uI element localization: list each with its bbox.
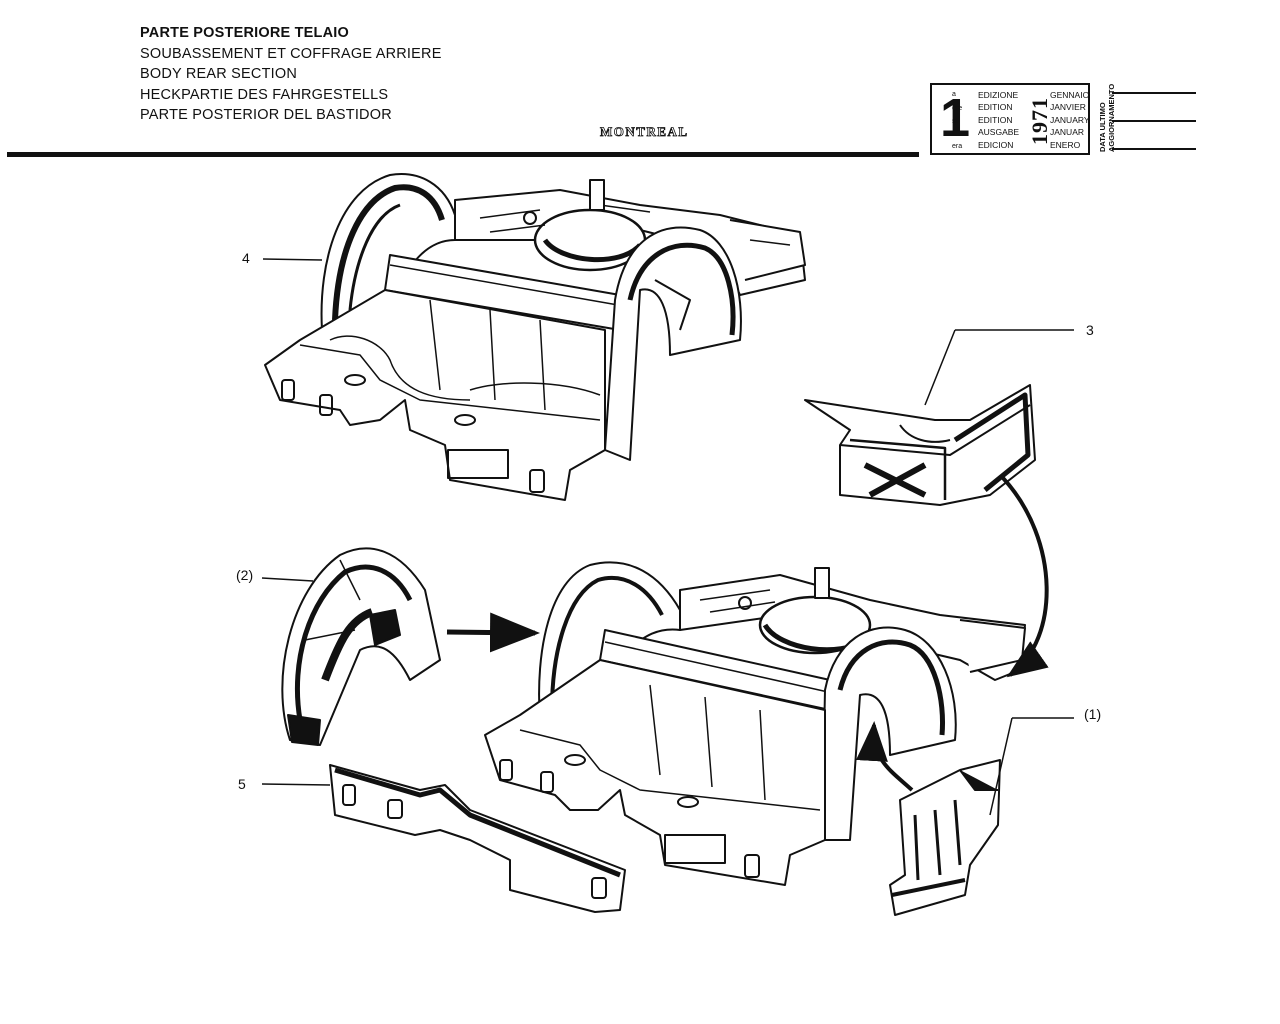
- title-spanish: PARTE POSTERIOR DEL BASTIDOR: [140, 107, 392, 123]
- edition-suffix: .: [952, 130, 954, 137]
- edition-suffix: era: [952, 143, 963, 150]
- update-field-line: [1112, 120, 1196, 122]
- arrow-part-2: [446, 612, 540, 653]
- callout-1: (1): [1084, 706, 1102, 722]
- edition-number: 1: [940, 88, 971, 148]
- edition-label: EDITION: [978, 102, 1013, 113]
- assembly-arrows: [446, 476, 1049, 792]
- edition-suffix: a: [952, 91, 956, 98]
- rear-body-assembly-top: [264, 173, 806, 501]
- cross-member-part-5: [329, 764, 626, 913]
- title-block: PARTE POSTERIORE TELAIO SOUBASSEMENT ET …: [140, 23, 442, 126]
- edition-label: EDITION: [978, 114, 1013, 125]
- edition-label: EDIZIONE: [978, 90, 1019, 100]
- edition-suffix: ere: [952, 105, 963, 112]
- arrow-part-3: [1001, 476, 1049, 678]
- update-field-line: [1112, 148, 1196, 150]
- wheel-arch-part-2: [281, 547, 441, 746]
- title-italian: PARTE POSTERIORE TELAIO: [140, 25, 349, 41]
- edition-month: GENNAIO: [1050, 90, 1090, 100]
- arrow-part-1: [855, 721, 914, 792]
- edition-month: JANUARY: [1050, 114, 1090, 125]
- edition-box: 1 a ere st . era EDIZIONE EDITION EDITIO…: [930, 83, 1090, 155]
- edition-month: JANUAR: [1050, 127, 1085, 138]
- closing-panel-part-1: [889, 759, 1001, 916]
- edition-label: AUSGABE: [978, 127, 1020, 138]
- edition-months: GENNAIO JANVIER JANUARY JANUAR ENERO: [1050, 89, 1090, 151]
- callout-5: 5: [238, 776, 246, 792]
- edition-labels: EDIZIONE EDITION EDITION AUSGABE EDICION: [978, 89, 1019, 151]
- callout-3: 3: [1086, 322, 1094, 338]
- title-french: SOUBASSEMENT ET COFFRAGE ARRIERE: [140, 45, 442, 62]
- title-english: BODY REAR SECTION: [140, 66, 298, 82]
- edition-month: JANVIER: [1050, 102, 1086, 113]
- title-german: HECKPARTIE DES FAHRGESTELLS: [140, 86, 389, 103]
- rear-tray-part-3: [804, 384, 1036, 506]
- header-rule: [7, 152, 919, 157]
- edition-month: ENERO: [1050, 139, 1081, 150]
- leader-lines: [261, 258, 1074, 816]
- model-logo: MONTREAL: [600, 124, 689, 140]
- edition-label: EDICION: [978, 139, 1014, 150]
- edition-suffix: st: [952, 118, 958, 125]
- callout-4: 4: [242, 250, 250, 266]
- update-field-line: [1112, 92, 1196, 94]
- callout-2: (2): [236, 567, 254, 583]
